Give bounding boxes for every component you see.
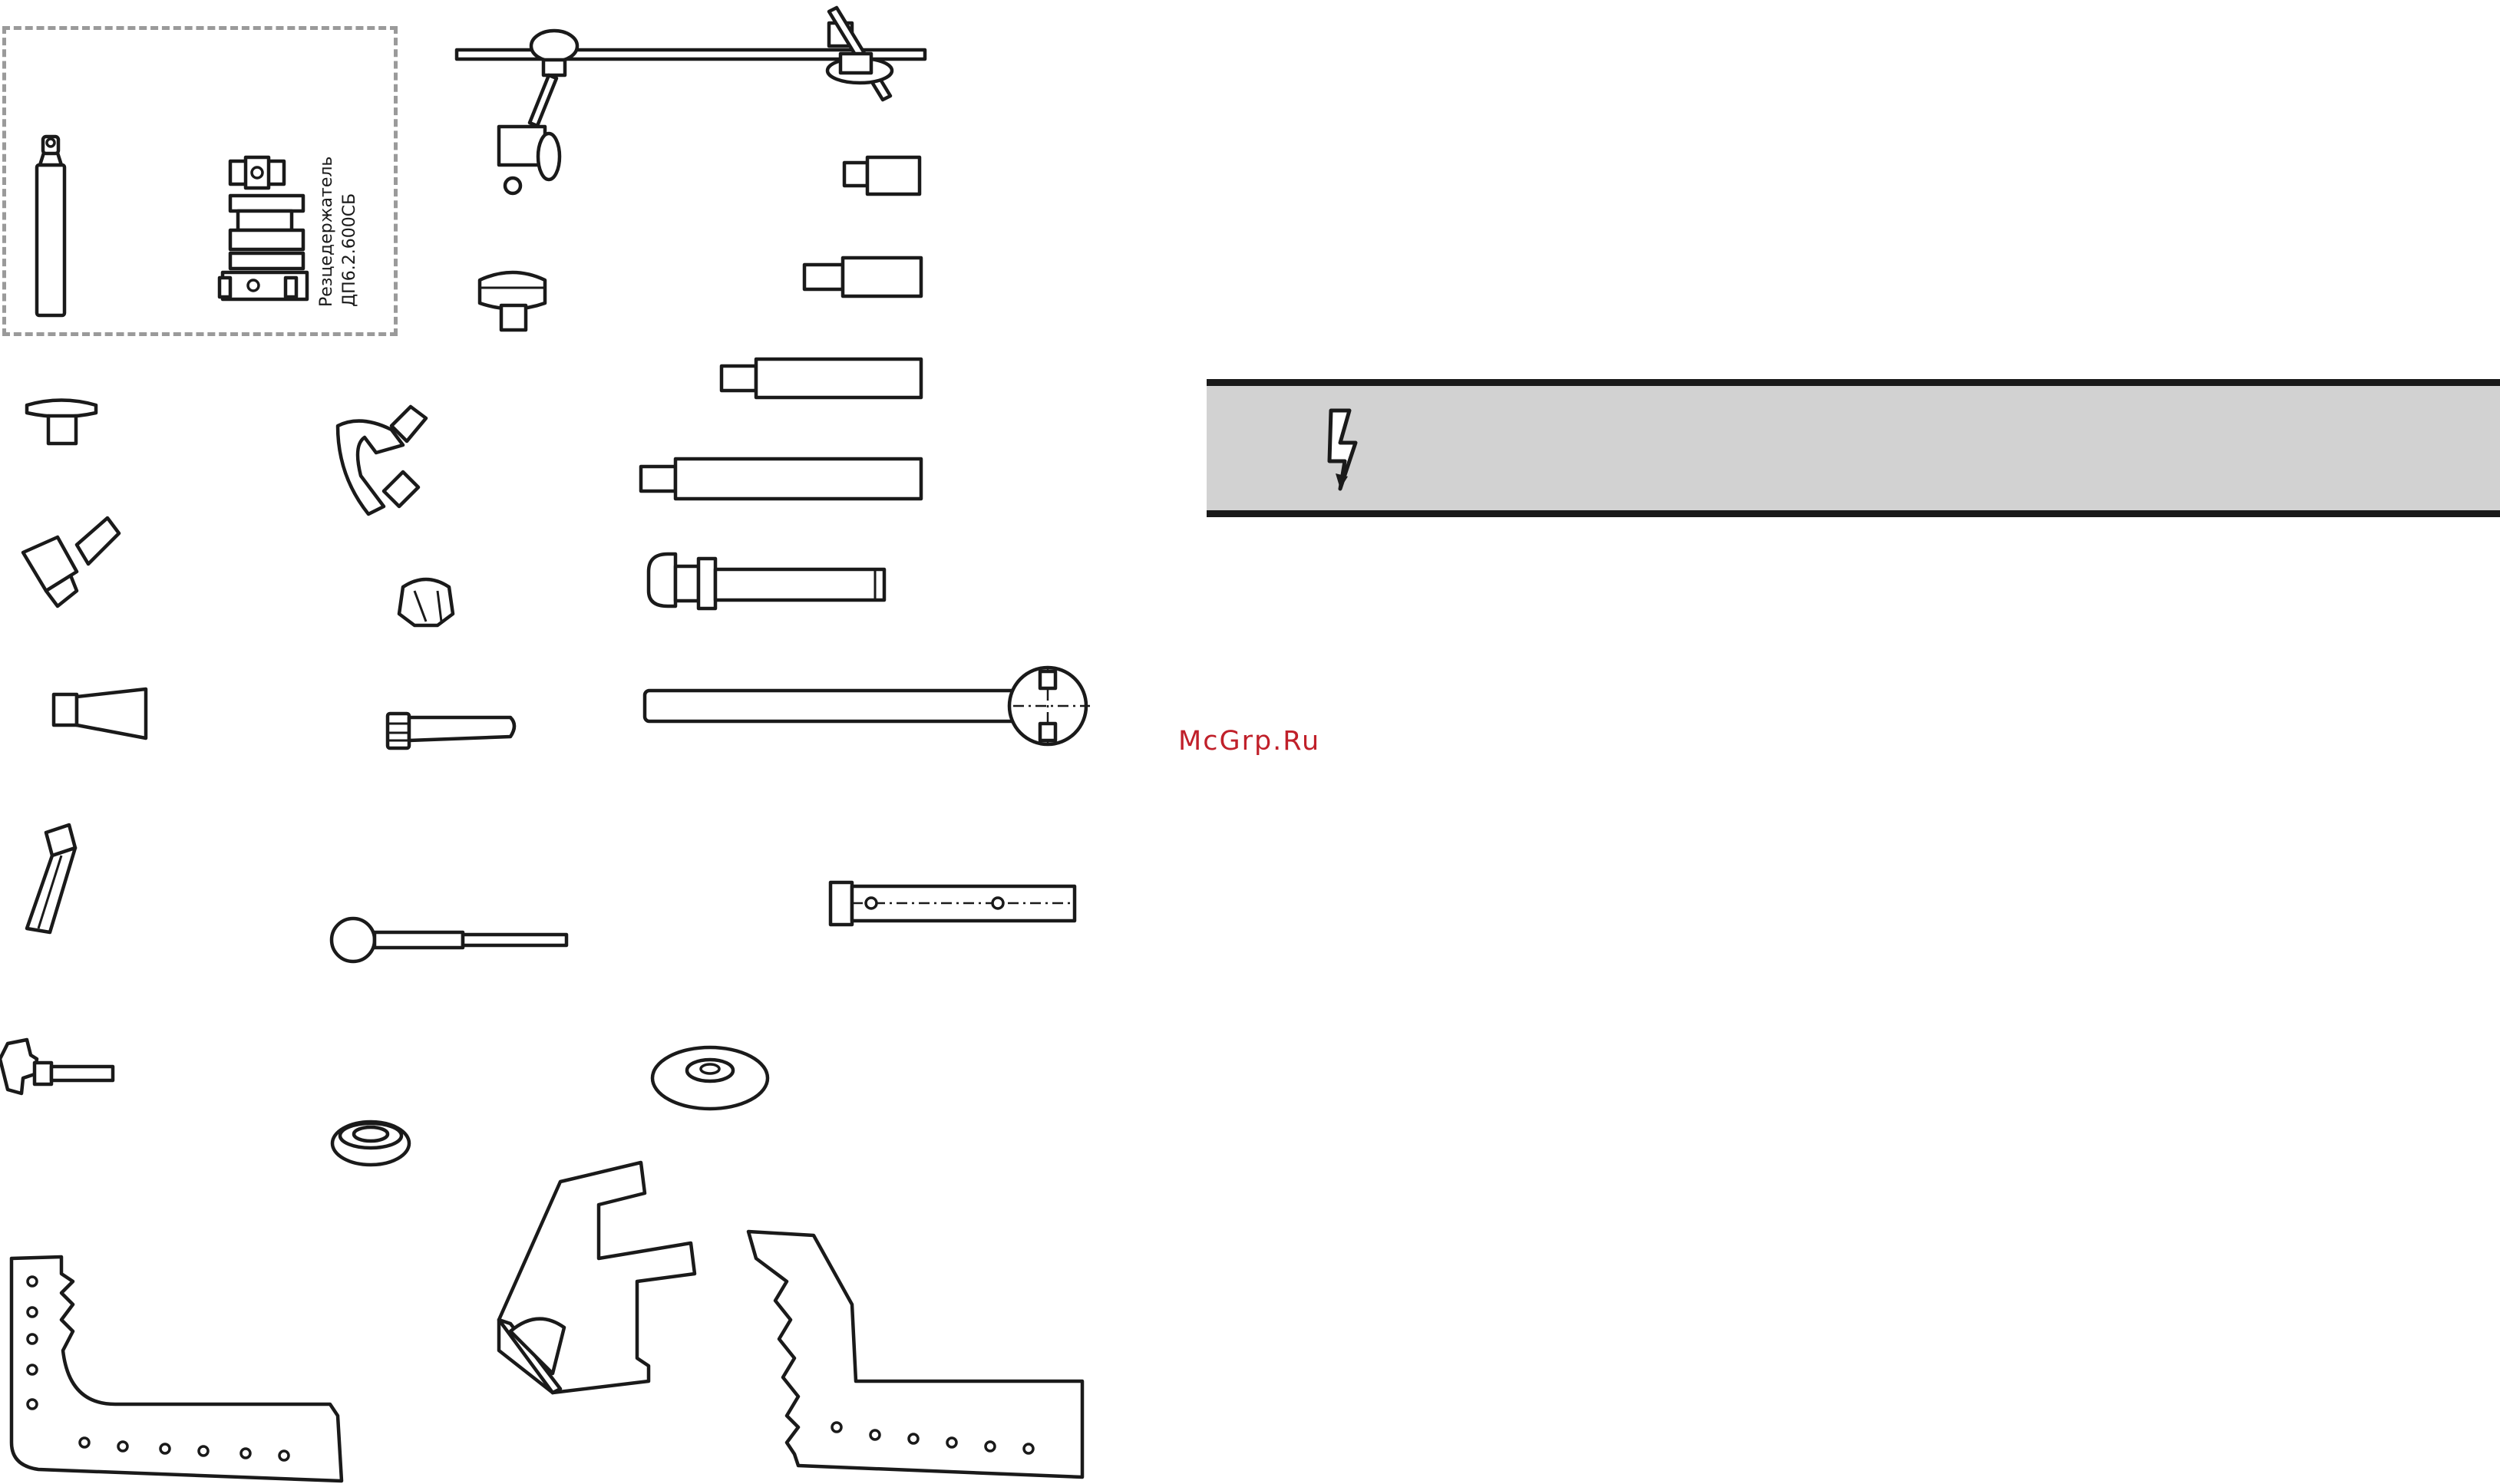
hex-socket-screw xyxy=(27,825,75,932)
cutter-holder-label-line2: ДП6.2.600СБ xyxy=(339,157,362,307)
threaded-rod-with-nut xyxy=(649,554,884,608)
slotted-tube xyxy=(831,882,1075,925)
star-knob-screw xyxy=(0,1040,113,1093)
watermark: McGrp.Ru xyxy=(1178,726,1320,757)
long-rod-with-hub xyxy=(645,668,1090,744)
t-handle xyxy=(27,401,96,444)
ball-rod xyxy=(332,918,566,961)
bearing-ring xyxy=(332,1122,409,1165)
stepped-pin-4 xyxy=(641,459,921,499)
v-clamp-bracket xyxy=(499,1162,695,1393)
cap-nut xyxy=(399,579,453,625)
warning-band xyxy=(1207,379,2500,517)
cutter-holder-label: Резцедержатель ДП6.2.600СБ xyxy=(315,157,362,307)
l-bracket-left xyxy=(12,1257,342,1481)
wing-screw xyxy=(338,407,426,514)
short-sleeve xyxy=(23,518,119,606)
stepped-pin-3 xyxy=(722,359,921,397)
washer-disc xyxy=(652,1047,768,1109)
cutter-holder-label-line1: Резцедержатель xyxy=(315,157,339,307)
knob-handle xyxy=(480,272,545,330)
stepped-pin-1 xyxy=(844,157,920,194)
pin-with-rings xyxy=(388,714,514,748)
l-bracket-right xyxy=(748,1232,1082,1477)
high-voltage-lightning-icon xyxy=(1314,403,1375,500)
taper-nozzle xyxy=(54,689,146,738)
stepped-pin-2 xyxy=(804,258,921,296)
